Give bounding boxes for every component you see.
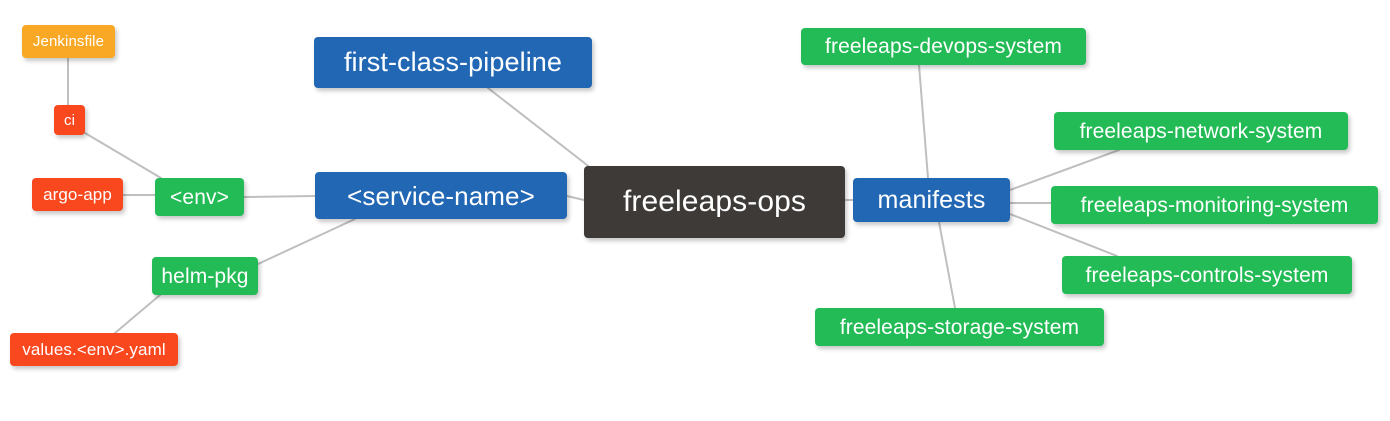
node-label-values-env-yaml: values.<env>.yaml [22,340,166,359]
node-freeleaps-monitoring-system[interactable]: freeleaps-monitoring-system [1051,186,1378,224]
node-freeleaps-ops[interactable]: freeleaps-ops [584,166,845,238]
node-manifests[interactable]: manifests [853,178,1010,222]
node-label-freeleaps-devops-system: freeleaps-devops-system [825,35,1062,58]
node-label-freeleaps-controls-system: freeleaps-controls-system [1085,263,1329,287]
edge-manifests-to-freeleaps-devops-system [918,64,929,179]
node-freeleaps-storage-system[interactable]: freeleaps-storage-system [815,308,1104,346]
edge-helm-pkg-to-values-env-yaml [114,294,161,334]
node-values-env-yaml[interactable]: values.<env>.yaml [10,333,178,366]
node-label-jenkinsfile: Jenkinsfile [32,33,105,50]
node-label-freeleaps-storage-system: freeleaps-storage-system [839,315,1080,339]
edge-service-name-to-helm-pkg [257,218,356,265]
node-label-freeleaps-ops: freeleaps-ops [622,185,807,218]
node-helm-pkg[interactable]: helm-pkg [152,257,258,295]
node-freeleaps-controls-system[interactable]: freeleaps-controls-system [1062,256,1352,294]
node-label-argo-app: argo-app [43,185,112,204]
edge-manifests-to-freeleaps-network-system [1009,149,1120,191]
node-label-helm-pkg: helm-pkg [161,264,249,288]
node-ci[interactable]: ci [54,105,85,135]
node-label-first-class-pipeline: first-class-pipeline [343,47,563,77]
edge-manifests-to-freeleaps-storage-system [938,221,956,309]
node-label-service-name: <service-name> [347,180,535,211]
node-jenkinsfile[interactable]: Jenkinsfile [22,25,115,58]
node-label-freeleaps-network-system: freeleaps-network-system [1079,119,1323,143]
edge-service-name-to-env [243,195,316,198]
node-first-class-pipeline[interactable]: first-class-pipeline [314,37,592,88]
node-label-manifests: manifests [877,185,986,214]
node-label-env: <env> [170,185,229,209]
edge-freeleaps-ops-to-service-name [566,195,585,201]
edge-freeleaps-ops-to-first-class-pipeline [487,87,597,173]
node-freeleaps-devops-system[interactable]: freeleaps-devops-system [801,28,1086,65]
node-freeleaps-network-system[interactable]: freeleaps-network-system [1054,112,1348,150]
edge-env-to-ci [84,132,162,179]
node-label-ci: ci [63,111,76,129]
node-label-freeleaps-monitoring-system: freeleaps-monitoring-system [1080,193,1349,217]
node-env[interactable]: <env> [155,178,244,216]
node-service-name[interactable]: <service-name> [315,172,567,219]
node-argo-app[interactable]: argo-app [32,178,123,211]
